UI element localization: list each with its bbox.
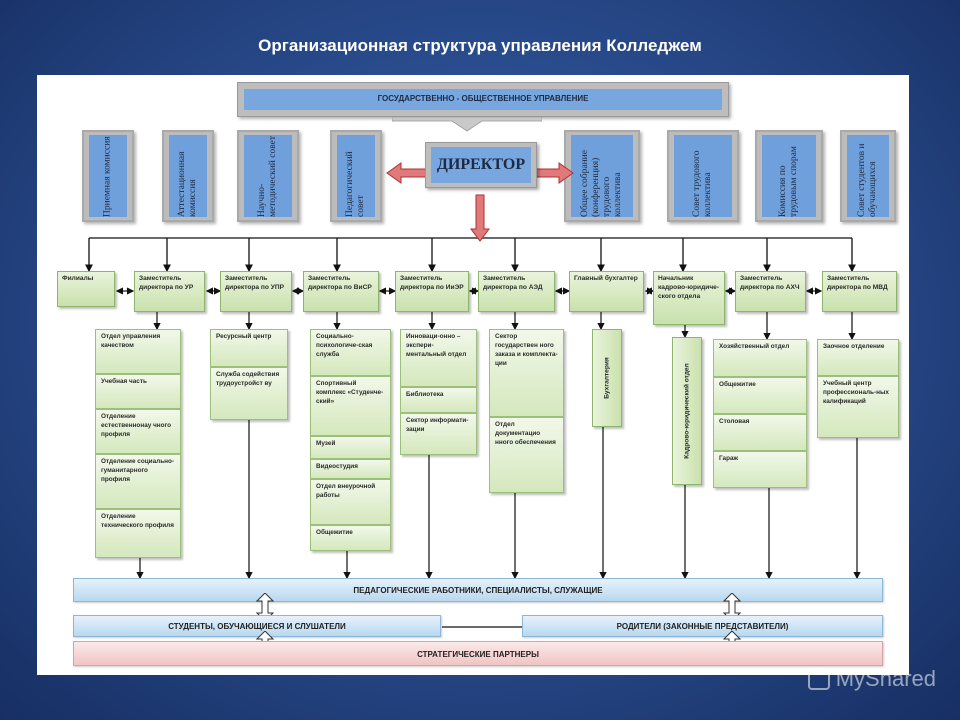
ur-units: Отдел управления качеством Учебная часть… bbox=[95, 329, 181, 558]
unit-academic-office: Учебная часть bbox=[95, 374, 181, 409]
manager-deputy-ahch: Заместитель директора по АХЧ bbox=[735, 271, 806, 312]
connector-lines bbox=[85, 237, 861, 628]
unit-canteen: Столовая bbox=[713, 414, 807, 451]
unit-sports-complex: Спортивный комплекс «Студенче-ский» bbox=[310, 376, 391, 436]
council-label: Комиссия по трудовым спорам bbox=[778, 146, 799, 217]
council-students: Совет студентов и обучающихся bbox=[840, 130, 896, 222]
hr-legal-label: Кадрово-юридический отдел bbox=[683, 363, 691, 459]
unit-dormitory-ahch: Общежитие bbox=[713, 377, 807, 414]
unit-state-order-sector: Сектор государствен ного заказа и компле… bbox=[489, 329, 564, 417]
unit-video-studio: Видеостудия bbox=[310, 459, 391, 479]
council-label: Педагогический совет bbox=[345, 151, 366, 217]
manager-deputy-mvd: Заместитель директора по МВД bbox=[822, 271, 897, 312]
parents-bar: РОДИТЕЛИ (ЗАКОННЫЕ ПРЕДСТАВИТЕЛИ) bbox=[522, 615, 883, 637]
manager-deputy-ur: Заместитель директора по УР bbox=[134, 271, 205, 312]
myshared-watermark: MyShared bbox=[807, 666, 936, 692]
manager-deputy-upr: Заместитель директора по УПР bbox=[220, 271, 292, 312]
watermark-label: MyShared bbox=[835, 666, 936, 691]
unit-dormitory-visr: Общежитие bbox=[310, 525, 391, 551]
staff-bar: ПЕДАГОГИЧЕСКИЕ РАБОТНИКИ, СПЕЦИАЛИСТЫ, С… bbox=[73, 578, 883, 602]
unit-training-center: Учебный центр профессиональ-ных калифика… bbox=[817, 376, 899, 438]
staff-students-double-arrow bbox=[256, 593, 274, 621]
council-label: Совет студентов и обучающихся bbox=[857, 143, 878, 217]
council-methodological: Научно-методический совет bbox=[237, 130, 299, 222]
unit-natural-sciences-dept: Отделение естественнонау чного профиля bbox=[95, 409, 181, 454]
manager-branches: Филиалы bbox=[57, 271, 115, 307]
unit-innovation-experimental: Инноваци-онно – экспери-ментальный отдел bbox=[400, 329, 477, 387]
director-box: ДИРЕКТОР bbox=[425, 142, 537, 188]
council-pedagogical: Педагогический совет bbox=[330, 130, 382, 222]
council-attestation-committee: Аттестационная комиссия bbox=[162, 130, 214, 222]
students-bar: СТУДЕНТЫ, ОБУЧАЮЩИЕСЯ И СЛУШАТЕЛИ bbox=[73, 615, 441, 637]
unit-hr-legal: Кадрово-юридический отдел bbox=[672, 337, 702, 485]
unit-accounting: Бухгалтерия bbox=[592, 329, 622, 427]
unit-garage: Гараж bbox=[713, 451, 807, 488]
unit-employment-service: Служба содействия трудоустройст ву bbox=[210, 367, 288, 420]
director-arrows bbox=[386, 162, 574, 242]
aed-units: Сектор государствен ного заказа и компле… bbox=[489, 329, 564, 493]
unit-quality-management: Отдел управления качеством bbox=[95, 329, 181, 374]
manager-hr-legal-head: Начальник кадрово-юридиче-ского отдела bbox=[653, 271, 725, 325]
unit-documentation: Отдел документацио нного обеспечения bbox=[489, 417, 564, 493]
council-label: Общее собрание (конференция) трудового к… bbox=[580, 150, 623, 217]
myshared-logo-icon bbox=[807, 668, 830, 690]
partners-bar: СТРАТЕГИЧЕСКИЕ ПАРТНЕРЫ bbox=[73, 641, 883, 666]
council-labor-collective: Совет трудового коллектива bbox=[667, 130, 739, 222]
unit-extracurricular: Отдел внеурочной работы bbox=[310, 479, 391, 525]
accounting-label: Бухгалтерия bbox=[603, 357, 611, 399]
council-general-meeting: Общее собрание (конференция) трудового к… bbox=[564, 130, 640, 222]
director-label: ДИРЕКТОР bbox=[436, 156, 526, 173]
council-label: Совет трудового коллектива bbox=[692, 150, 713, 217]
upr-units: Ресурсный центр Служба содействия трудоу… bbox=[210, 329, 288, 420]
org-chart-panel: ГОСУДАРСТВЕННО - ОБЩЕСТВЕННОЕ УПРАВЛЕНИЕ… bbox=[37, 75, 909, 675]
ahch-units: Хозяйственный отдел Общежитие Столовая Г… bbox=[713, 339, 807, 488]
manager-deputy-iier: Заместитель директора по ИиЭР bbox=[395, 271, 469, 312]
unit-social-humanities-dept: Отделение социально-гуманитарного профил… bbox=[95, 454, 181, 509]
council-labor-disputes: Комиссия по трудовым спорам bbox=[755, 130, 823, 222]
unit-technical-dept: Отделение технического профиля bbox=[95, 509, 181, 558]
manager-deputy-aed: Заместитель директора по АЭД bbox=[478, 271, 555, 312]
staff-parents-double-arrow bbox=[723, 593, 741, 621]
state-public-management-label: ГОСУДАРСТВЕННО - ОБЩЕСТВЕННОЕ УПРАВЛЕНИЕ bbox=[377, 94, 589, 103]
council-label: Приемная комиссия bbox=[102, 136, 113, 217]
council-label: Научно-методический совет bbox=[257, 135, 278, 217]
unit-correspondence-dept: Заочное отделение bbox=[817, 339, 899, 376]
council-label: Аттестационная комиссия bbox=[177, 151, 198, 217]
manager-chief-accountant: Главный бухгалтер bbox=[569, 271, 644, 312]
mvd-units: Заочное отделение Учебный центр професси… bbox=[817, 339, 899, 438]
unit-psychological-service: Социально-психологиче-ская служба bbox=[310, 329, 391, 376]
unit-informatization: Сектор информати-зации bbox=[400, 413, 477, 455]
unit-resource-center: Ресурсный центр bbox=[210, 329, 288, 367]
slide-title: Организационная структура управления Кол… bbox=[258, 36, 702, 55]
unit-museum: Музей bbox=[310, 436, 391, 459]
iier-units: Инноваци-онно – экспери-ментальный отдел… bbox=[400, 329, 477, 455]
state-public-management-bar: ГОСУДАРСТВЕННО - ОБЩЕСТВЕННОЕ УПРАВЛЕНИЕ bbox=[237, 82, 729, 117]
council-admission-committee: Приемная комиссия bbox=[82, 130, 134, 222]
unit-household: Хозяйственный отдел bbox=[713, 339, 807, 377]
top-bar-down-arrow bbox=[392, 117, 542, 132]
unit-library: Библиотека bbox=[400, 387, 477, 413]
visr-units: Социально-психологиче-ская служба Спорти… bbox=[310, 329, 391, 551]
manager-deputy-visr: Заместитель директора по ВиСР bbox=[303, 271, 379, 312]
